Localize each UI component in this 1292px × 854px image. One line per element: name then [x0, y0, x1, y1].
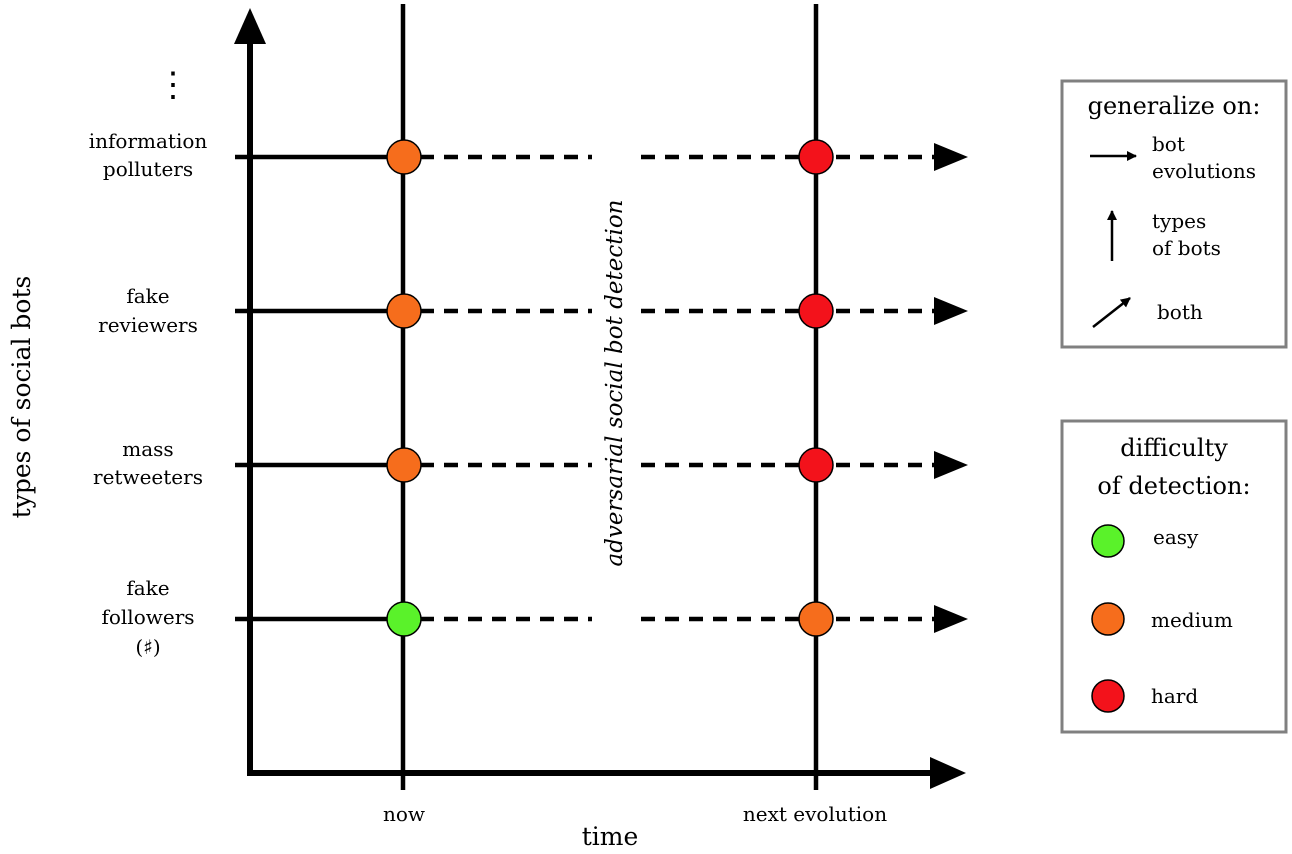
row-4-next-circle: [798, 601, 834, 637]
legend-generalize-item-1-line-2: evolutions: [1152, 159, 1256, 183]
row-1-label-line-1: information: [89, 129, 208, 153]
legend-hard-label: hard: [1151, 684, 1198, 708]
row-4-arrowhead: [934, 605, 968, 633]
legend-generalize: generalize on: bot evolutions types of b…: [1060, 79, 1288, 349]
bot-type-rows: [235, 139, 968, 637]
row-2-label-line-2: reviewers: [98, 313, 198, 337]
legend-hard-circle: [1091, 679, 1125, 713]
row-2-next-circle: [798, 293, 834, 329]
row-2-arrowhead: [934, 297, 968, 325]
row-1-now-circle: [386, 139, 422, 175]
row-3-arrowhead: [934, 451, 968, 479]
legend-generalize-item-2-line-2: of bots: [1152, 236, 1221, 260]
legend-medium-label: medium: [1151, 608, 1233, 632]
vertical-ellipsis: ⋮: [156, 65, 190, 105]
legend-generalize-item-3-line-1: both: [1157, 300, 1203, 324]
x-axis-arrowhead: [930, 757, 966, 789]
y-axis-arrowhead: [234, 8, 266, 44]
legend-easy-circle: [1091, 524, 1125, 558]
legend-generalize-item-1-line-1: bot: [1152, 132, 1185, 156]
legend-difficulty-box: [1060, 419, 1288, 734]
row-4-label-line-1: fake: [126, 576, 169, 600]
center-label: adversarial social bot detection: [602, 199, 628, 566]
row-4-label-line-3: (♯): [135, 635, 160, 659]
row-3-now-circle: [386, 447, 422, 483]
legend-easy-label: easy: [1153, 525, 1199, 549]
row-4-label-line-2: followers: [101, 605, 194, 629]
legend-generalize-box: [1060, 79, 1288, 349]
diagonal-arrow-icon: [1092, 297, 1131, 328]
y-axis-title: types of social bots: [7, 276, 36, 519]
x-axis-title: time: [582, 822, 639, 851]
row-3-label-line-2: retweeters: [93, 465, 203, 489]
legend-generalize-item-2-line-1: types: [1152, 209, 1206, 233]
row-2-label-line-1: fake: [126, 284, 169, 308]
row-labels: information polluters fake reviewers mass ret…: [89, 129, 208, 659]
row-2-now-circle: [386, 293, 422, 329]
legend-generalize-title: generalize on:: [1088, 92, 1261, 120]
x-tick-now: now: [383, 802, 425, 826]
row-1-label-line-2: polluters: [103, 157, 193, 181]
row-3-next-circle: [798, 447, 834, 483]
row-4-now-circle: [386, 601, 422, 637]
legend-difficulty-title-line-2: of detection:: [1097, 472, 1250, 500]
legend-difficulty-title-line-1: difficulty: [1120, 434, 1228, 462]
x-tick-next-evolution: next evolution: [743, 802, 887, 826]
row-3-label-line-1: mass: [122, 437, 173, 461]
legend-medium-circle: [1091, 602, 1125, 636]
legend-difficulty: difficulty of detection: easy medium har…: [1060, 419, 1288, 734]
axes: [234, 8, 966, 789]
row-1-arrowhead: [934, 143, 968, 171]
row-1-next-circle: [798, 139, 834, 175]
